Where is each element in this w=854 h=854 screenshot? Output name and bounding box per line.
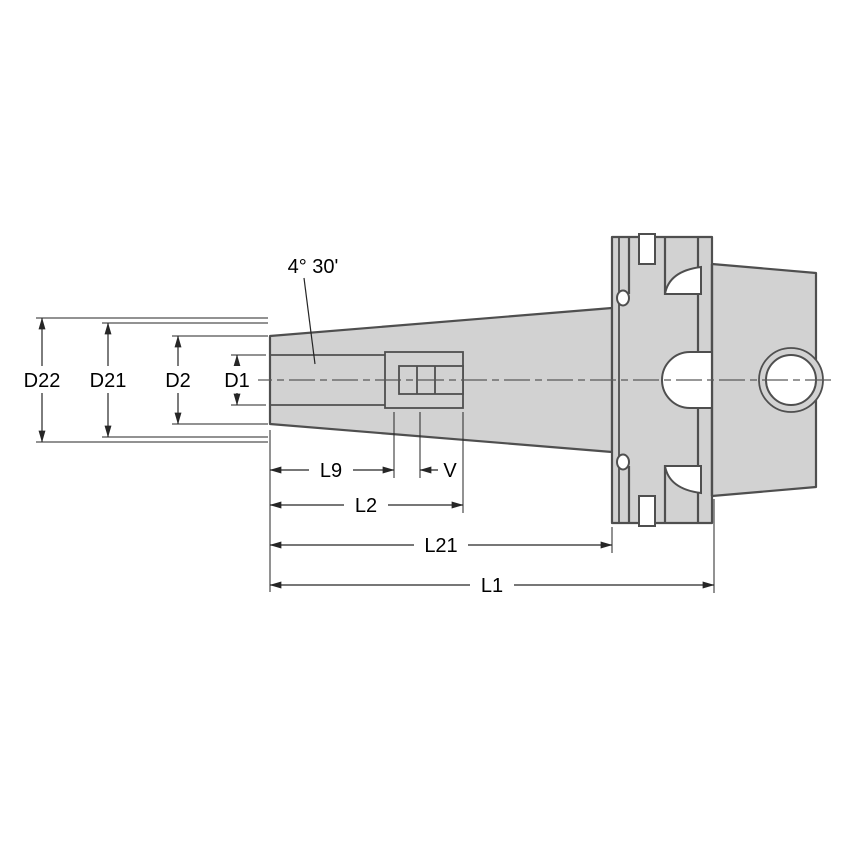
label-bg-d22 — [14, 366, 70, 393]
dim-label-angle: 4° 30' — [288, 256, 339, 278]
dim-label-d22: D22 — [24, 370, 61, 392]
dim-label-l2: L2 — [355, 495, 377, 517]
groove-slot-bottom — [638, 495, 656, 527]
label-bg-l1 — [470, 573, 514, 596]
label-bg-d1 — [216, 366, 258, 393]
label-bg-d21 — [80, 366, 136, 393]
angle-leader-line — [303, 277, 316, 365]
label-bg-d2 — [157, 366, 199, 393]
dimension-annotations: 4° 30' D22 D21 D2 D1 L9 V L2 L21 L1 — [14, 256, 715, 597]
dim-label-d1: D1 — [224, 370, 250, 392]
dim-label-d2: D2 — [165, 370, 191, 392]
label-bg-l2 — [344, 493, 388, 516]
dim-label-l21: L21 — [424, 535, 457, 557]
flange-notch-hole-bottom — [616, 453, 630, 471]
label-bg-l9 — [309, 458, 353, 481]
groove-scoop-top — [663, 265, 702, 295]
dim-label-v: V — [443, 460, 457, 482]
dim-label-l1: L1 — [481, 575, 503, 597]
groove-scoop-bottom — [663, 465, 702, 495]
label-bg-l21 — [414, 533, 468, 556]
dim-label-l9: L9 — [320, 460, 342, 482]
flange-notch-hole-top — [616, 289, 630, 307]
groove-slot-top — [638, 233, 656, 265]
dim-label-d21: D21 — [90, 370, 127, 392]
